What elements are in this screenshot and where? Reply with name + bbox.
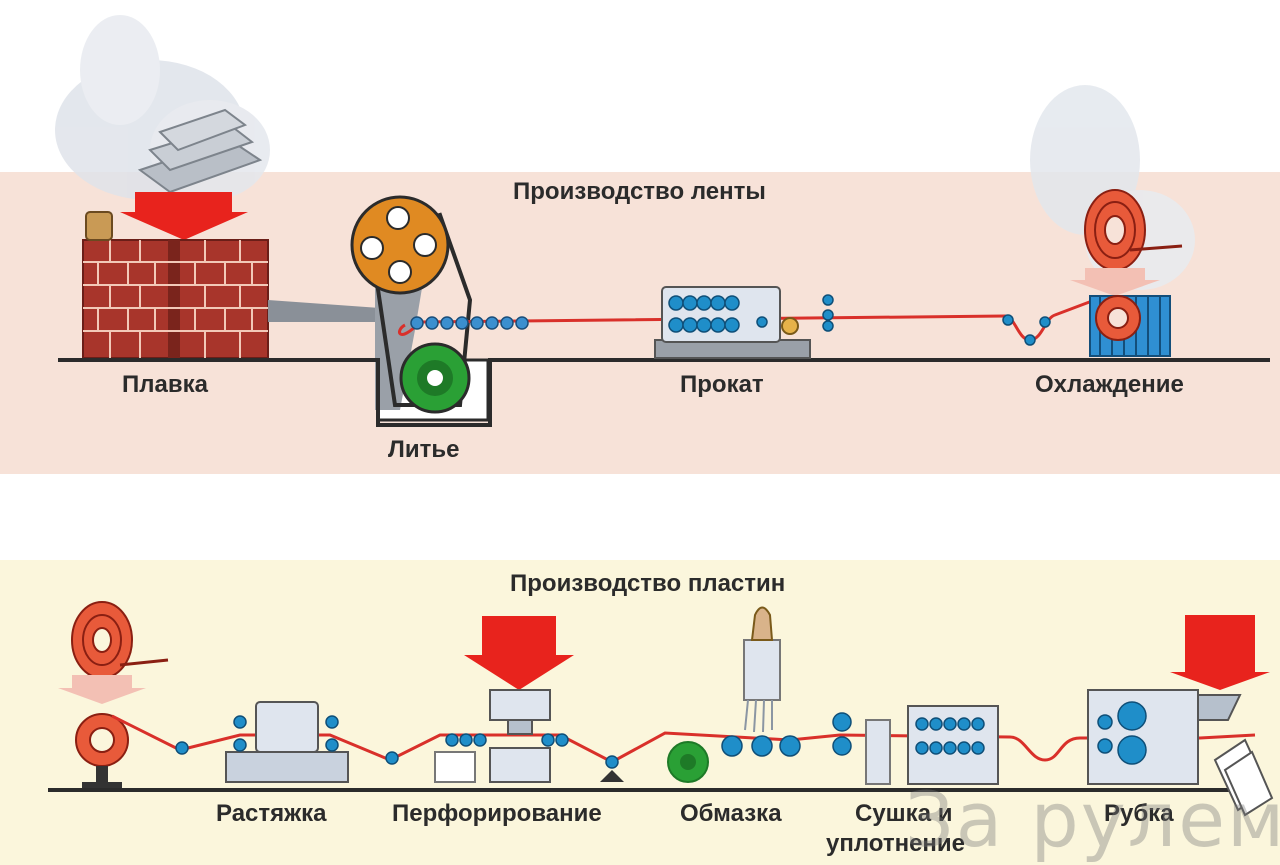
furnace-arrow (120, 192, 248, 240)
cooling-unit (1089, 295, 1171, 357)
stage-label-drying-line2: уплотнение (826, 830, 966, 857)
melting-furnace (82, 211, 269, 359)
plate-strip (111, 714, 1256, 764)
stage-label-melting: Плавка (122, 371, 208, 398)
pouring-trough (268, 300, 380, 322)
cutting-unit (1087, 615, 1274, 817)
casting-rollers (410, 316, 529, 330)
stage-label-casting: Литье (388, 436, 460, 463)
stage-label-perforation: Перфорирование (392, 800, 602, 827)
rolling-mill (654, 286, 834, 359)
stage-label-stretching: Растяжка (216, 800, 327, 827)
plates-section-title: Производство пластин (510, 570, 786, 597)
drying-compaction-unit (832, 705, 999, 785)
stage-label-cooling: Охлаждение (1035, 371, 1184, 398)
stretching-unit (175, 701, 399, 783)
cooling-coil (1070, 189, 1183, 296)
watermark-logo: За рулем (905, 775, 1280, 864)
stage-label-drying-line1: Сушка и (855, 800, 953, 827)
plate-production-panel (0, 560, 1280, 865)
stage-label-coating: Обмазка (680, 800, 782, 827)
source-coil (58, 601, 169, 788)
stage-label-rolling: Прокат (680, 371, 764, 398)
ingot-stack (137, 108, 263, 194)
floor-line-top (58, 358, 1270, 427)
stage-label-cutting: Рубка (1104, 800, 1174, 827)
coating-station (667, 606, 801, 783)
perforation-press (434, 616, 624, 783)
guide-rollers-top (1002, 314, 1051, 346)
casting-machine (350, 195, 490, 422)
tape-section-title: Производство ленты (513, 178, 766, 205)
